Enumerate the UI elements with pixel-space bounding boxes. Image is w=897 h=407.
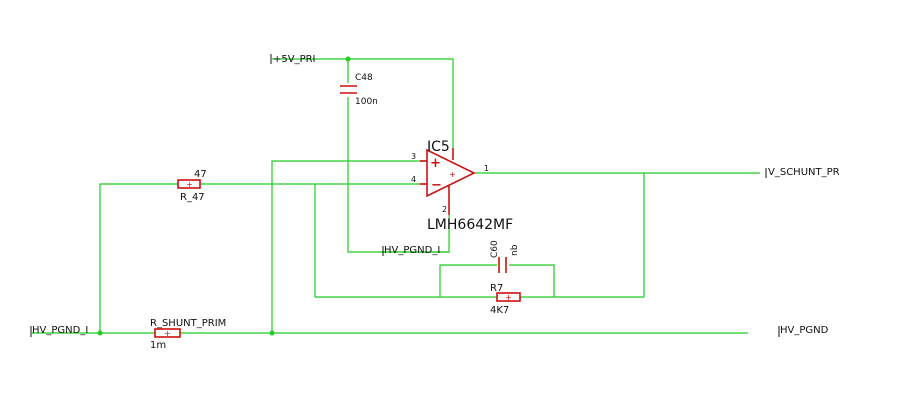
wire-vcc-rail[interactable]	[272, 58, 454, 148]
wires	[32, 58, 760, 334]
junctions	[97, 56, 351, 336]
opamp-minus-sign: −	[431, 178, 442, 193]
resistor-r47[interactable]: + 47 R_47	[177, 169, 207, 203]
rshunt-value: 1m	[150, 340, 166, 351]
c60-value: nb	[510, 244, 520, 256]
resistor-rshunt[interactable]: + R_SHUNT_PRIM 1m	[150, 318, 226, 351]
resistor-r7[interactable]: + R7 4K7	[490, 283, 521, 316]
r7-value: 4K7	[490, 305, 509, 316]
net-label-output[interactable]: V_SCHUNT_PR	[768, 167, 840, 178]
opamp-inner-plus: +	[449, 170, 456, 179]
r47-body	[177, 179, 201, 189]
r47-name: R_47	[180, 192, 205, 203]
net-label-vcc[interactable]: +5V_PRI	[273, 54, 316, 65]
wire-pin4-feedback[interactable]	[314, 184, 497, 298]
rshunt-body	[154, 328, 181, 338]
rshunt-name: R_SHUNT_PRIM	[150, 318, 226, 329]
r47-plus: +	[186, 180, 193, 189]
opamp-ic5[interactable]: + − + 3 4 1 2 IC5 LMH6642MF	[411, 139, 513, 233]
junction-gnd-left[interactable]	[97, 330, 103, 336]
opamp-pin1-number: 1	[484, 164, 489, 173]
net-label-gnd-right[interactable]: HV_PGND	[780, 325, 829, 336]
r47-value: 47	[194, 169, 207, 180]
c48-name: C48	[355, 73, 373, 83]
wire-c60-branch[interactable]	[439, 264, 497, 297]
opamp-pin2-number: 2	[442, 205, 447, 214]
wire-pin3-net[interactable]	[271, 160, 427, 333]
r7-name: R7	[490, 283, 503, 294]
junction-gnd-pin3[interactable]	[269, 330, 275, 336]
rshunt-plus: +	[164, 329, 171, 338]
net-label-gnd-left[interactable]: HV_PGND_I	[32, 325, 88, 336]
c48-value: 100n	[355, 97, 378, 107]
opamp-pin4-number: 4	[411, 175, 416, 184]
r7-body	[496, 292, 521, 302]
net-label-gnd-internal[interactable]: HV_PGND_I	[384, 245, 440, 256]
opamp-body	[426, 148, 476, 198]
c60-name: C60	[490, 240, 500, 258]
r7-plus: +	[505, 293, 512, 302]
junction-vcc-c48[interactable]	[345, 56, 351, 62]
opamp-plus-sign: +	[430, 156, 441, 171]
wire-feedback-right[interactable]	[520, 173, 645, 298]
capacitor-c48[interactable]: C48 100n	[340, 73, 378, 107]
net-labels: +5V_PRI V_SCHUNT_PR HV_PGND_I HV_PGND_I …	[30, 54, 840, 337]
capacitor-c60[interactable]: C60 nb	[490, 240, 520, 273]
wire-r47-left[interactable]	[99, 183, 178, 333]
opamp-name: IC5	[427, 139, 450, 155]
wire-c60-right[interactable]	[509, 264, 555, 297]
opamp-pin3-number: 3	[411, 152, 416, 161]
opamp-value: LMH6642MF	[427, 217, 513, 233]
